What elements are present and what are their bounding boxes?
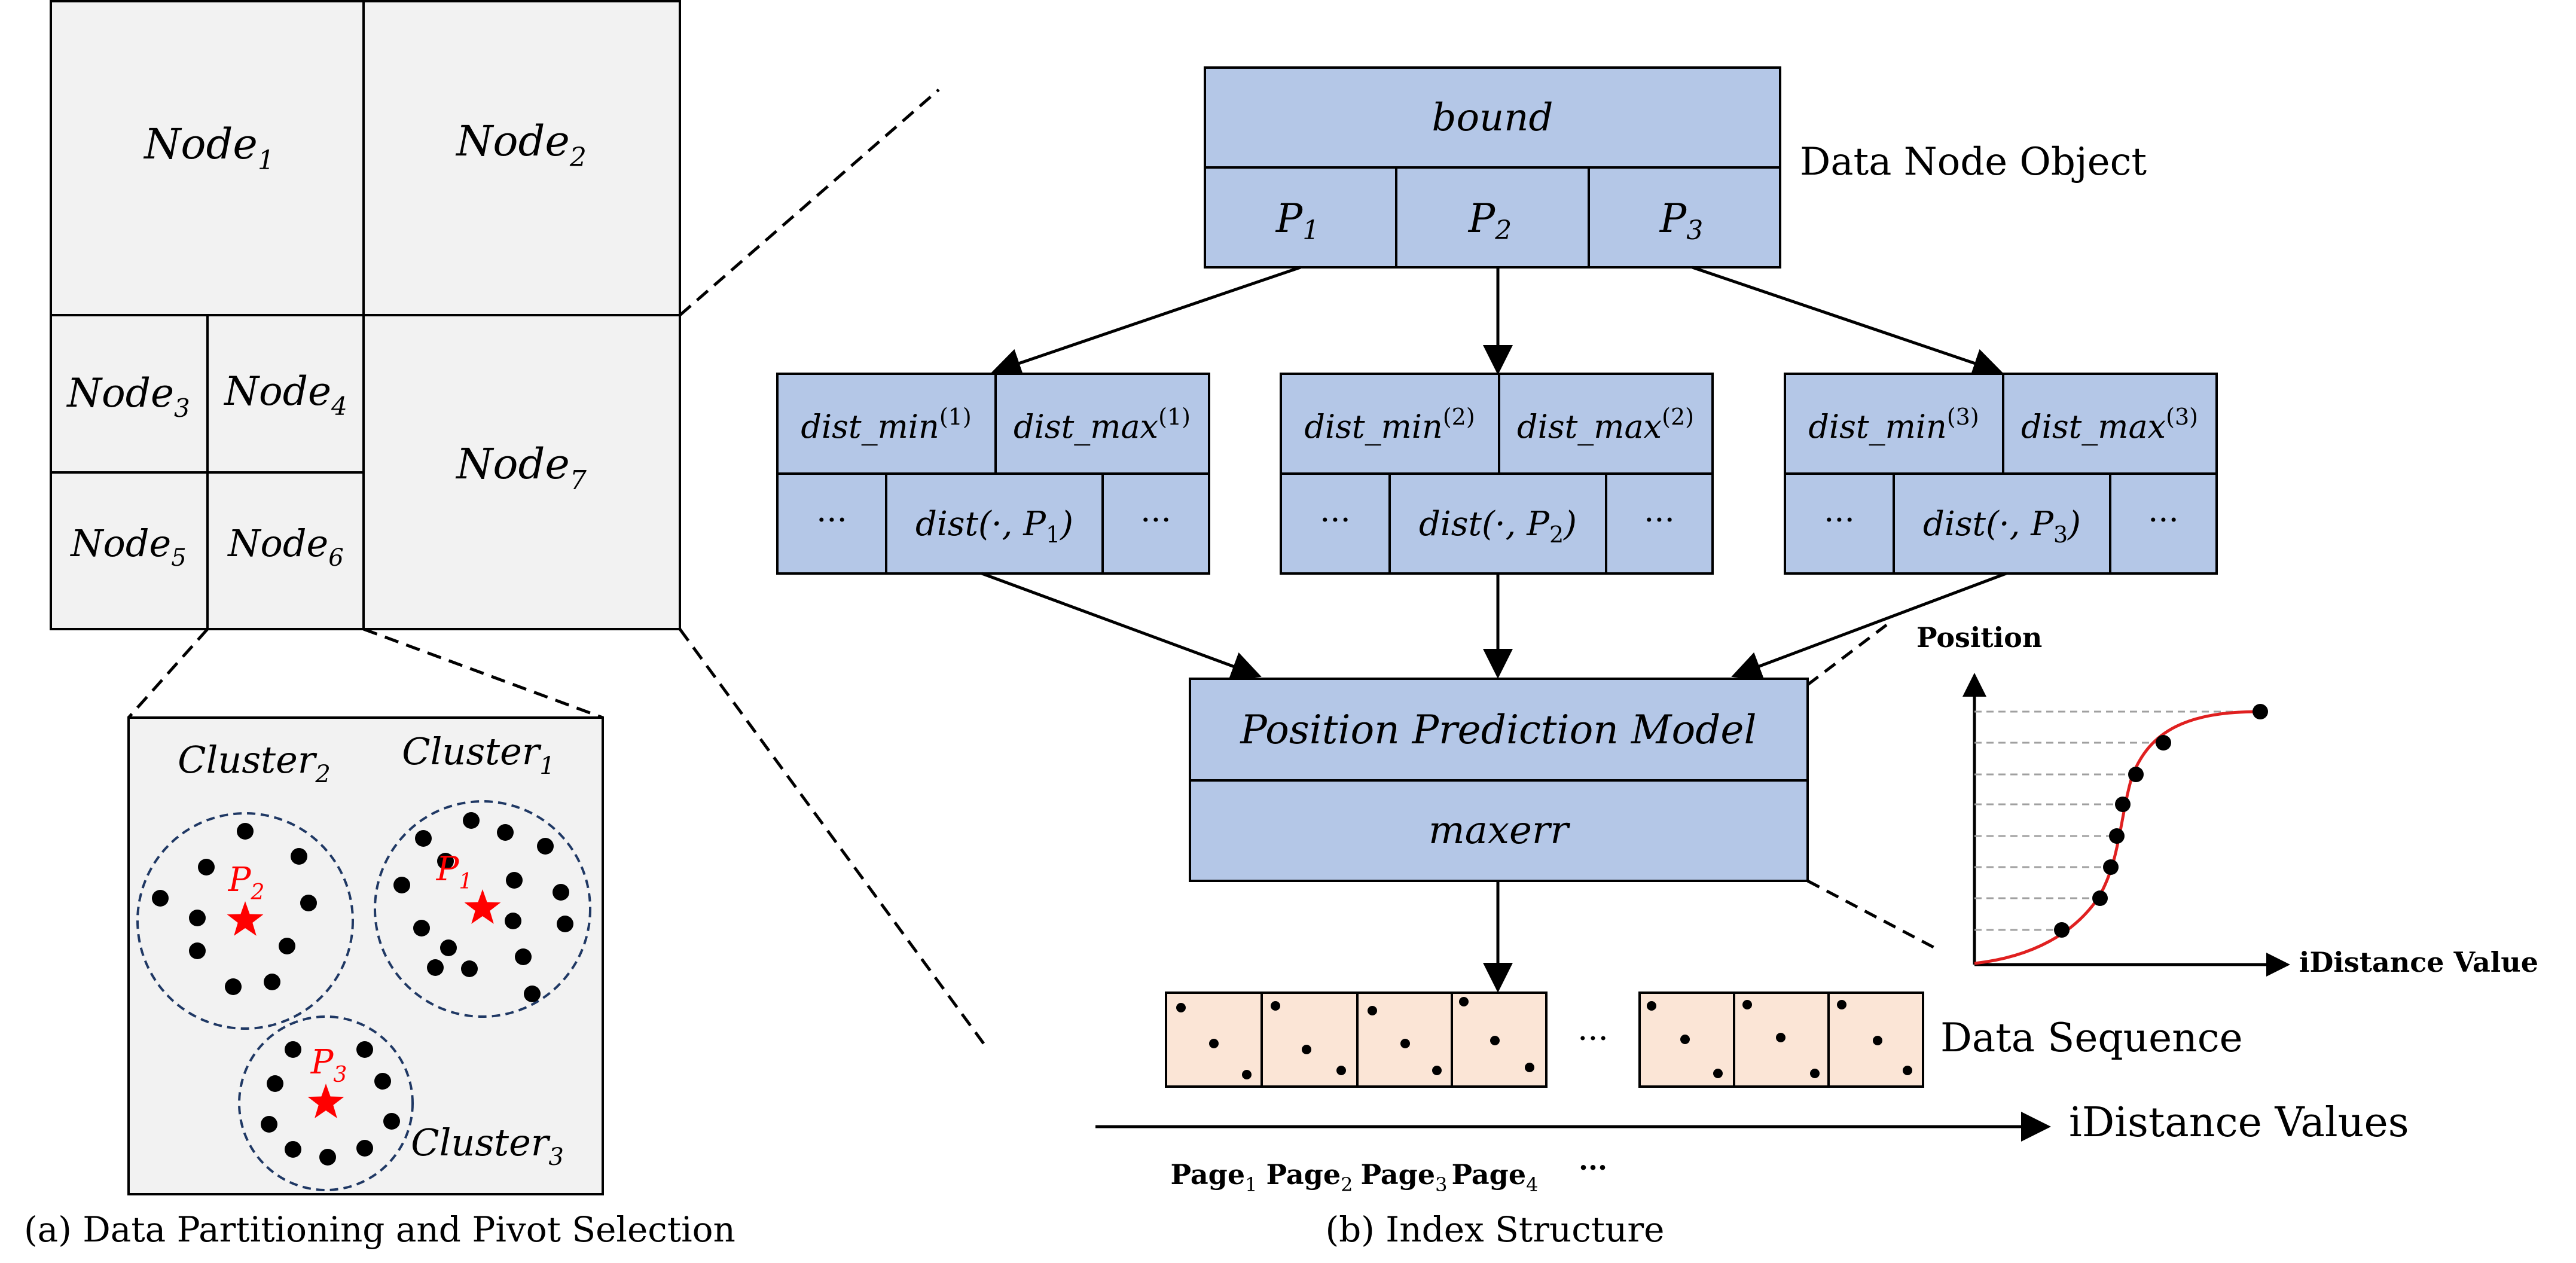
ellipsis-left: ··· bbox=[816, 501, 847, 539]
position-prediction-model: Position Prediction Model maxerr bbox=[1189, 678, 1809, 882]
dist-max-label: dist_max(3) bbox=[2021, 404, 2198, 446]
sequence-gap-ellipsis: ··· bbox=[1577, 1020, 1609, 1057]
bound-cell bbox=[1204, 66, 1781, 169]
pivot-1-star-icon bbox=[464, 889, 501, 924]
ellipsis-right: ··· bbox=[2148, 501, 2179, 539]
dist-min-label: dist_min(2) bbox=[1304, 404, 1475, 446]
dist-min-label: dist_min(1) bbox=[801, 404, 971, 446]
pivot-2-label: P2 bbox=[228, 861, 265, 905]
ellipsis-right: ··· bbox=[1644, 501, 1675, 539]
dist-min-label: dist_min(3) bbox=[1808, 404, 1979, 446]
zoom-dash bbox=[127, 628, 209, 719]
dist-table-2: dist_min(2) dist_max(2) ··· dist(·, P2) … bbox=[1280, 373, 1714, 575]
cluster-3-boundary bbox=[238, 1015, 414, 1191]
caption-a: (a) Data Partitioning and Pivot Selectio… bbox=[24, 1209, 735, 1250]
arrow-p1-to-dist1 bbox=[991, 266, 1301, 378]
pivot-3-cell-label: P3 bbox=[1659, 196, 1703, 246]
zoom-dash bbox=[1806, 879, 1942, 953]
bound-label: bound bbox=[1432, 96, 1553, 140]
ellipsis-left: ··· bbox=[1320, 501, 1351, 539]
dist-table-1: dist_min(1) dist_max(1) ··· dist(·, P1) … bbox=[776, 373, 1210, 575]
zoom-dash bbox=[679, 89, 940, 316]
pivot-cell-3 bbox=[1588, 166, 1781, 269]
ellipsis-right: ··· bbox=[1140, 501, 1171, 539]
cluster-2-points bbox=[152, 823, 317, 995]
arrow-p3-to-dist3 bbox=[1692, 266, 2003, 378]
arrow-dist3-to-model bbox=[1731, 572, 2007, 681]
ellipsis-left: ··· bbox=[1824, 501, 1855, 539]
dist-max-label: dist_max(1) bbox=[1014, 404, 1191, 446]
dist-function-label: dist(·, P2) bbox=[1419, 505, 1577, 548]
node-1-label: Node1 bbox=[143, 120, 274, 176]
page-group-left bbox=[1165, 992, 1548, 1088]
arrow-dist1-to-model bbox=[981, 572, 1262, 681]
dist-function-label: dist(·, P1) bbox=[915, 505, 1073, 548]
model-title: Position Prediction Model bbox=[1240, 707, 1756, 753]
pages-more-ellipsis: ··· bbox=[1579, 1151, 1607, 1183]
cdf-guide-lines bbox=[1974, 710, 2260, 931]
idistance-axis-label: iDistance Values bbox=[2069, 1099, 2409, 1146]
node-2-label: Node2 bbox=[455, 117, 587, 173]
dist-function-label: dist(·, P3) bbox=[1923, 505, 2081, 548]
page-1-label: Page1 bbox=[1171, 1158, 1258, 1196]
zoom-dash bbox=[1806, 624, 1888, 686]
pivot-cell-1 bbox=[1204, 166, 1397, 269]
page-3-label: Page3 bbox=[1361, 1158, 1448, 1196]
page-4-label: Page4 bbox=[1452, 1158, 1539, 1196]
zoom-dash bbox=[678, 628, 985, 1045]
pivot-1-cell-label: P1 bbox=[1275, 196, 1319, 246]
pivot-3-star-icon bbox=[307, 1084, 344, 1118]
partition-panel: Node1 Node2 Node3 Node4 Node5 Node6 Node… bbox=[50, 0, 681, 630]
node-7-label: Node7 bbox=[455, 440, 587, 496]
cluster-3-label: Cluster3 bbox=[411, 1121, 564, 1171]
cluster-2-boundary bbox=[136, 812, 354, 1030]
page-records bbox=[1176, 997, 1912, 1079]
data-sequence: ··· bbox=[1165, 992, 1924, 1088]
cdf-y-label: Position bbox=[1916, 621, 2042, 654]
cluster-1-points bbox=[393, 812, 573, 1002]
dist-max-label: dist_max(2) bbox=[1517, 404, 1694, 446]
pivot-3-label: P3 bbox=[310, 1043, 347, 1087]
cluster-panel: P2 P1 P3 Cluster2 Cluster1 Cluster3 bbox=[127, 716, 604, 1195]
cdf-points bbox=[2054, 704, 2268, 938]
cluster-1-label: Cluster1 bbox=[402, 730, 555, 780]
dist-table-3: dist_min(3) dist_max(3) ··· dist(·, P3) … bbox=[1784, 373, 2218, 575]
pivot-2-cell-label: P2 bbox=[1468, 196, 1512, 246]
pivot-1-label: P1 bbox=[436, 850, 473, 894]
caption-b: (b) Index Structure bbox=[1325, 1209, 1664, 1250]
cluster-3-points bbox=[261, 1041, 400, 1166]
node-4-label: Node4 bbox=[223, 368, 347, 421]
page-labels: Page1 Page2 Page3 Page4 ··· bbox=[1171, 1151, 1608, 1196]
node-3-label: Node3 bbox=[66, 370, 190, 423]
cluster-1-boundary bbox=[374, 800, 591, 1018]
pivot-2-star-icon bbox=[227, 901, 264, 936]
zoom-dash bbox=[363, 627, 603, 719]
data-sequence-label: Data Sequence bbox=[1940, 1015, 2243, 1061]
page-2-label: Page2 bbox=[1266, 1158, 1353, 1196]
cdf-x-label: iDistance Value bbox=[2299, 946, 2538, 978]
node-6-label: Node6 bbox=[227, 521, 343, 572]
data-node-object-label: Data Node Object bbox=[1800, 140, 2147, 184]
data-node-object: bound P1 P2 P3 bbox=[1204, 66, 1781, 269]
cluster-2-label: Cluster2 bbox=[178, 738, 331, 788]
maxerr-label: maxerr bbox=[1429, 809, 1570, 853]
node-5-label: Node5 bbox=[69, 521, 186, 572]
cdf-plot: Position iDistance Value bbox=[1916, 621, 2538, 978]
